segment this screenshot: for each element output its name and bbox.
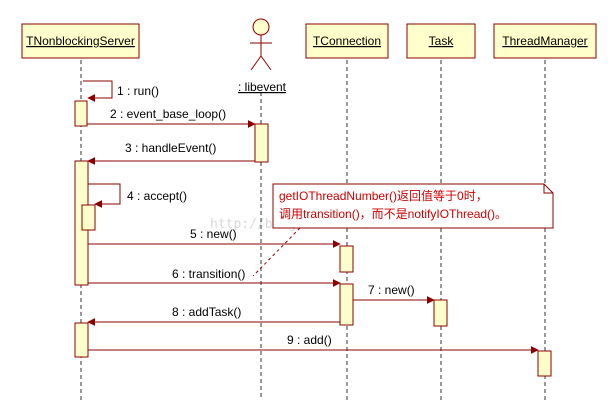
stick-figure-actor-icon (250, 18, 272, 71)
message-label-accept: 4 : accept() (127, 189, 187, 203)
note-line-1: getIOThreadNumber()返回值等于0时， (279, 188, 488, 203)
participant-label-tconnection: TConnection (313, 34, 381, 48)
message-transition[interactable]: 6 : transition() (88, 267, 341, 287)
message-new-tconnection[interactable]: 5 : new() (88, 227, 341, 248)
note-line-2: 调用transition()，而不是notifyIOThread()。 (279, 207, 507, 221)
message-label-new-task: 7 : new() (368, 283, 415, 297)
message-label-add: 9 : add() (287, 333, 332, 347)
participant-label-tnonblockingserver: TNonblockingServer (26, 34, 135, 48)
participant-threadmanager[interactable]: ThreadManager (493, 23, 597, 59)
message-label-addtask: 8 : addTask() (172, 305, 241, 319)
activation-tconn-1 (339, 245, 354, 273)
activation-tnb-accept (81, 204, 96, 231)
message-accept[interactable]: 4 : accept() (88, 183, 187, 208)
participant-tnonblockingserver[interactable]: TNonblockingServer (21, 23, 140, 59)
message-label-handleevent: 3 : handleEvent() (125, 141, 216, 155)
activation-tnb-3 (74, 322, 89, 358)
message-event-base-loop[interactable]: 2 : event_base_loop() (87, 107, 256, 128)
activation-task (433, 299, 448, 327)
note-fold-icon (543, 184, 553, 194)
message-label-new-tconnection: 5 : new() (190, 227, 237, 241)
participant-tconnection[interactable]: TConnection (305, 23, 389, 59)
message-label-event-base-loop: 2 : event_base_loop() (110, 107, 226, 121)
note-box[interactable]: getIOThreadNumber()返回值等于0时， 调用transition… (272, 183, 554, 229)
message-label-run: 1 : run() (117, 84, 159, 98)
message-handleevent[interactable]: 3 : handleEvent() (87, 141, 255, 165)
activation-threadmanager (537, 350, 552, 377)
message-label-transition: 6 : transition() (172, 267, 245, 281)
participant-label-libevent: : libevent (238, 80, 287, 94)
message-run[interactable]: 1 : run() (83, 80, 159, 102)
activation-tconn-2 (339, 283, 354, 326)
participant-task[interactable]: Task (406, 23, 476, 59)
note-anchor-line (252, 227, 301, 277)
message-new-task[interactable]: 7 : new() (353, 283, 435, 304)
activation-tnb-1 (74, 100, 88, 127)
message-add[interactable]: 9 : add() (88, 333, 539, 354)
message-addtask[interactable]: 8 : addTask() (87, 305, 340, 326)
activation-libevent (254, 123, 269, 163)
participant-libevent[interactable]: : libevent (238, 18, 287, 94)
participant-label-task: Task (429, 34, 455, 48)
participant-label-threadmanager: ThreadManager (502, 34, 587, 48)
